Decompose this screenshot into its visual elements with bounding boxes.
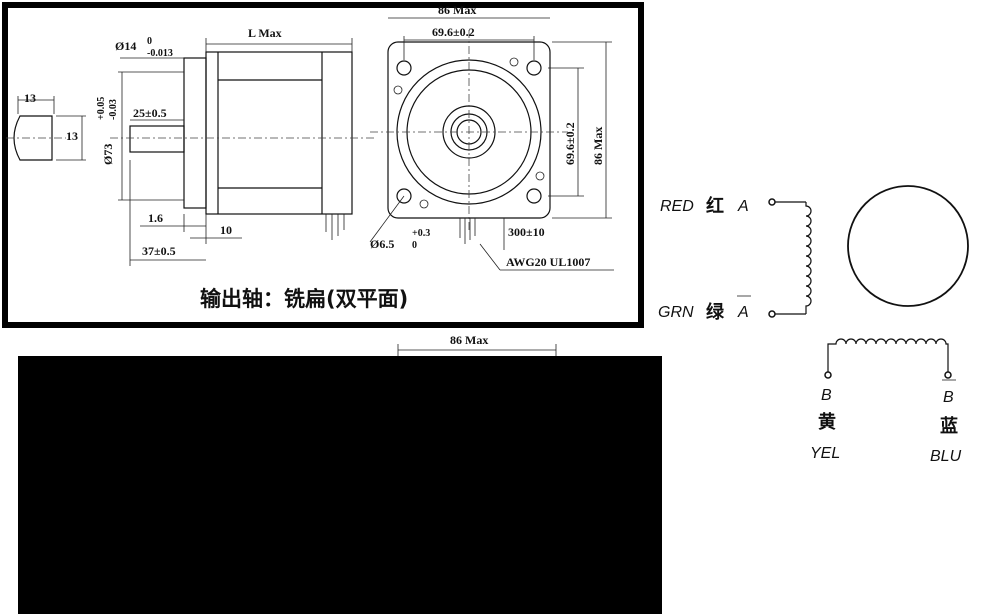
pilot-tol-upper: +0.05 xyxy=(96,97,107,120)
front-overall-width: 86 Max xyxy=(438,3,476,17)
wiring-diagram: RED 红 A GRN 绿 A B 黄 YEL B 蓝 BLU xyxy=(658,185,969,465)
flat-length-label: 25±0.5 xyxy=(133,106,167,120)
hole-dia-label: Ø6.5 xyxy=(370,237,394,251)
wire-spec-label: AWG20 UL1007 xyxy=(506,255,590,269)
second-drawing-header: 86 Max xyxy=(397,333,557,356)
second-overall-width: 86 Max xyxy=(450,333,488,347)
shaft-length-label: 37±0.5 xyxy=(142,244,176,258)
hole-tol-upper: +0.3 xyxy=(412,228,430,239)
wire-grn-cn: 绿 xyxy=(706,301,725,323)
rotor-circle xyxy=(847,185,969,307)
shaft-dia-label: Ø14 xyxy=(115,39,136,53)
coil-b xyxy=(827,338,949,372)
shaft-end-height: 13 xyxy=(66,129,78,143)
redacted-block xyxy=(18,356,662,614)
wire-red-en: RED xyxy=(660,198,694,215)
terminal-b: B xyxy=(821,387,832,404)
body-length-label: L Max xyxy=(248,26,282,40)
front-overall-height: 86 Max xyxy=(591,127,605,165)
wire-red-cn: 红 xyxy=(706,195,724,217)
wire-blu-cn: 蓝 xyxy=(940,416,958,437)
pilot-dia-label: Ø73 xyxy=(101,144,115,165)
wire-grn-en: GRN xyxy=(658,304,694,321)
lead-length-label: 300±10 xyxy=(508,225,545,239)
terminal-a-bar: A xyxy=(737,304,749,321)
wire-yel-cn: 黄 xyxy=(818,411,836,433)
wire-yel-en: YEL xyxy=(810,445,840,462)
wire-blu-en: BLU xyxy=(930,448,962,465)
pilot-depth-label: 1.6 xyxy=(148,211,163,225)
shaft-end-view: 13 13 xyxy=(6,91,86,161)
coil-a xyxy=(805,202,812,314)
shaft-tol-lower: -0.013 xyxy=(147,48,173,59)
hole-spacing-v: 69.6±0.2 xyxy=(563,122,577,165)
hole-spacing-h: 69.6±0.2 xyxy=(432,25,475,39)
drawing-frame xyxy=(2,2,644,328)
output-shaft-caption: 输出轴：铣扁(双平面) xyxy=(200,287,408,311)
shaft-end-width: 13 xyxy=(24,91,36,105)
pilot-tol-lower: -0.03 xyxy=(108,99,119,120)
terminal-a: A xyxy=(737,198,749,215)
hole-tol-lower: 0 xyxy=(412,240,417,251)
terminal-b-bar: B xyxy=(943,389,954,406)
shaft-tol-upper: 0 xyxy=(147,36,152,47)
front-view: 86 Max 69.6±0.2 69.6±0.2 86 Max Ø6.5 +0.… xyxy=(369,3,614,271)
flange-thickness-label: 10 xyxy=(220,223,232,237)
side-view: L Max Ø14 0 -0.013 25±0.5 Ø73 +0.05 -0.0… xyxy=(96,26,375,266)
